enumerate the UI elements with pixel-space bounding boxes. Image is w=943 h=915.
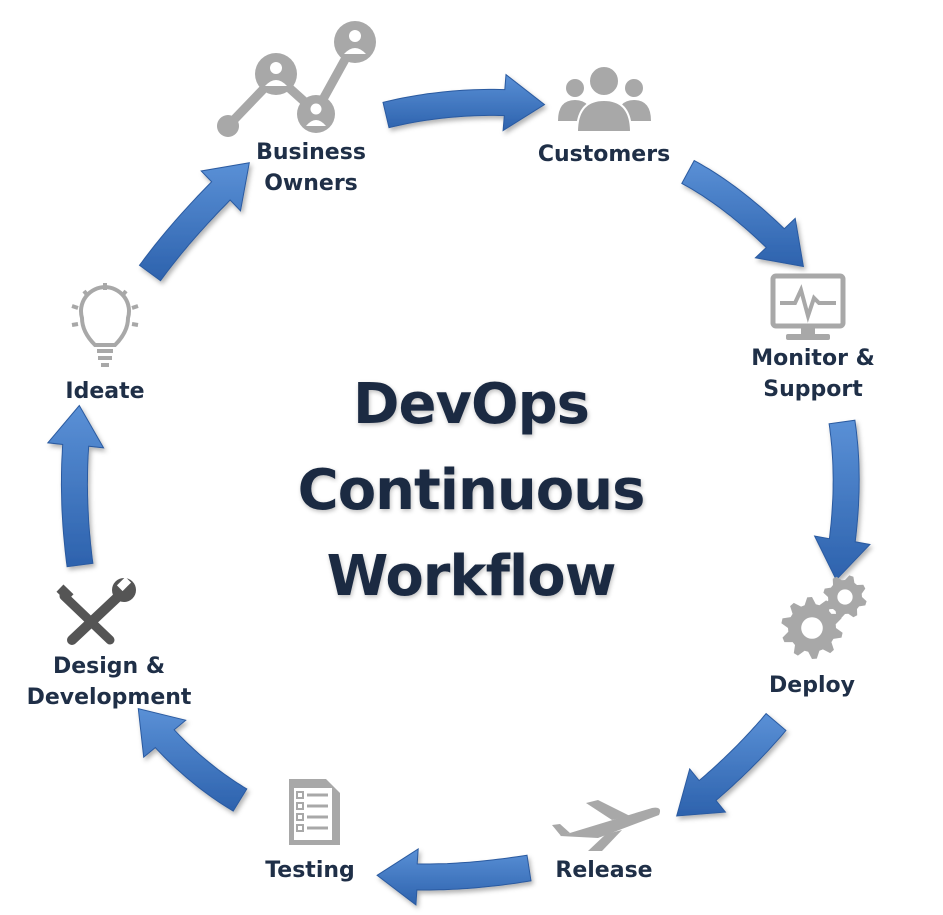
cycle-arrows (46, 73, 871, 906)
stage-label-line: Owners (264, 171, 358, 196)
stage-label-line: Design & (52, 654, 166, 679)
title-line-1: DevOps (353, 372, 590, 437)
stage-customers: Customers (538, 139, 670, 170)
monitor-heartbeat-icon (770, 273, 846, 340)
arrow-release-to-testing (376, 847, 532, 906)
stage-label-line: Development (26, 685, 192, 710)
arrow-design-to-ideate (46, 404, 105, 568)
stage-ideate: Ideate (65, 376, 144, 407)
title-line-2: Continuous (297, 458, 646, 523)
arrow-customers-to-monitor (681, 159, 805, 268)
gears-icon (781, 575, 867, 659)
stage-label-line: Release (555, 858, 653, 883)
stage-release: Release (555, 855, 652, 886)
org-chart-icon (217, 21, 376, 137)
stage-label-line: Monitor & (751, 346, 875, 371)
stage-label-line: Ideate (65, 379, 145, 404)
stage-label-line: Customers (537, 142, 671, 167)
tools-icon (56, 576, 136, 645)
diagram-title: DevOps Continuous Workflow (297, 362, 646, 620)
title-line-3: Workflow (326, 544, 617, 609)
arrow-business-to-customers (382, 73, 546, 132)
arrow-ideate-to-business (138, 162, 250, 282)
stage-business-owners: Business Owners (256, 137, 366, 199)
stage-testing: Testing (265, 855, 355, 886)
stage-label-line: Support (763, 377, 863, 402)
airplane-icon (552, 800, 661, 851)
users-icon (558, 65, 651, 133)
gear-hole (837, 589, 853, 605)
arrow-monitor-to-deploy (813, 419, 871, 581)
arrow-deploy-to-release (676, 712, 787, 817)
lightbulb-icon (71, 283, 139, 367)
gear-hole (801, 617, 823, 639)
checklist-icon (289, 779, 340, 845)
stage-label-line: Deploy (769, 673, 855, 698)
stage-deploy: Deploy (769, 670, 855, 701)
stage-design-development: Design & Development (27, 651, 192, 713)
stage-monitor-support: Monitor & Support (751, 343, 875, 405)
stage-label-line: Business (256, 140, 366, 165)
arrow-testing-to-design (137, 708, 248, 812)
stage-label-line: Testing (265, 858, 355, 883)
